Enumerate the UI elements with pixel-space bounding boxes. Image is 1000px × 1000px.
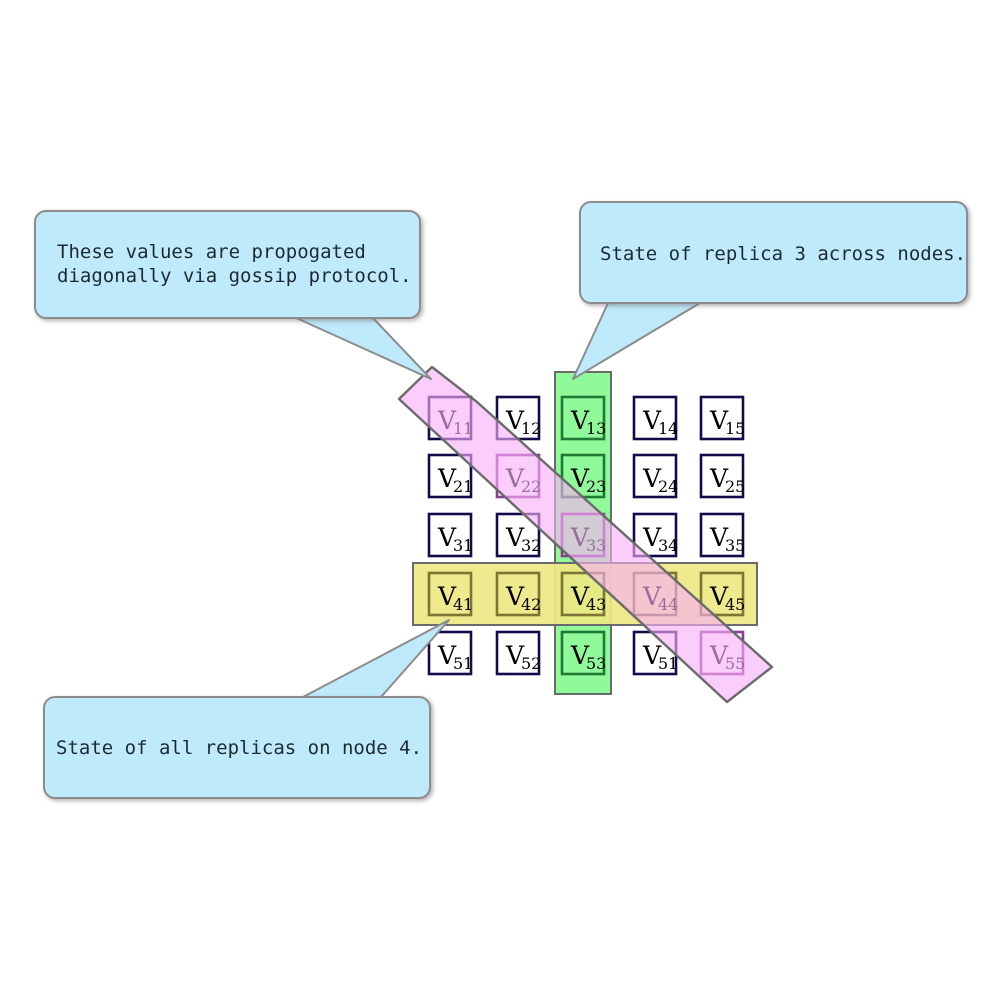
cell-label: V [570, 406, 590, 435]
cell-label: V [505, 523, 525, 552]
grid-cell[interactable]: V 14 [632, 395, 678, 441]
cell-label: V [709, 523, 729, 552]
cell-subscript: 21 [453, 477, 473, 496]
cell-label: V [642, 641, 662, 670]
cell-subscript: 42 [521, 595, 541, 614]
cell-label: V [437, 523, 457, 552]
grid-cell[interactable]: V 35 [699, 512, 745, 558]
cell-label: V [437, 641, 457, 670]
grid-cell[interactable]: V 25 [699, 453, 745, 499]
cell-subscript: 43 [586, 595, 606, 614]
cell-subscript: 15 [725, 419, 745, 438]
cell-subscript: 24 [658, 477, 678, 496]
callout-tail-node [302, 619, 450, 698]
grid-cell[interactable]: V 23 [560, 453, 606, 499]
callout-node[interactable] [43, 696, 431, 799]
callout-tail-gossip [293, 316, 432, 380]
cell-label: V [709, 464, 729, 493]
grid-cell[interactable]: V 45 [699, 571, 745, 617]
cell-subscript: 41 [453, 595, 473, 614]
callout-replica-line1: State of replica 3 across nodes. [600, 243, 966, 265]
grid-cell[interactable]: V 24 [632, 453, 678, 499]
grid-cell[interactable]: V 34 [632, 512, 678, 558]
cell-label: V [505, 406, 525, 435]
cell-subscript: 45 [725, 595, 745, 614]
grid-cell[interactable]: V 13 [560, 395, 606, 441]
cell-label: V [642, 464, 662, 493]
callout-gossip-line2: diagonally via gossip protocol. [57, 265, 412, 287]
cell-subscript: 52 [521, 654, 541, 673]
cell-label: V [437, 464, 457, 493]
cell-subscript: 53 [586, 654, 606, 673]
cell-subscript: 32 [521, 536, 541, 555]
grid-row-3: V 31 V 32 V 33 V 34 V 35 [427, 512, 745, 558]
callout-replica[interactable] [579, 201, 968, 304]
cell-label: V [709, 406, 729, 435]
cell-subscript: 34 [658, 536, 678, 555]
grid-cell[interactable]: V 42 [495, 571, 541, 617]
callout-gossip[interactable] [34, 210, 421, 319]
cell-label: V [642, 523, 662, 552]
cell-subscript: 14 [658, 419, 678, 438]
grid-cell[interactable]: V 15 [699, 395, 745, 441]
grid-cell[interactable]: V 53 [560, 630, 606, 676]
callout-node-line1: State of all replicas on node 4. [56, 737, 422, 759]
grid-cell[interactable]: V 51 [427, 630, 473, 676]
diagonal-band-gossip [397, 365, 774, 704]
cell-subscript: 12 [521, 419, 541, 438]
grid-cell[interactable]: V 41 [427, 571, 473, 617]
grid-cell[interactable]: V 31 [427, 512, 473, 558]
cell-label: V [570, 641, 590, 670]
cell-label: V [709, 582, 729, 611]
cell-label: V [505, 582, 525, 611]
callout-gossip-line1: These values are propogated [57, 241, 366, 263]
cell-subscript: 25 [725, 477, 745, 496]
cell-label: V [437, 582, 457, 611]
cell-label: V [570, 582, 590, 611]
callout-tail-replica [572, 302, 701, 380]
cell-subscript: 31 [453, 536, 473, 555]
cell-subscript: 51 [658, 654, 678, 673]
grid-cell[interactable]: V 52 [495, 630, 541, 676]
cell-label: V [570, 464, 590, 493]
cell-label: V [505, 641, 525, 670]
cell-subscript: 51 [453, 654, 473, 673]
cell-label: V [642, 406, 662, 435]
grid-cell[interactable]: V 43 [560, 571, 606, 617]
cell-subscript: 13 [586, 419, 606, 438]
cell-subscript: 23 [586, 477, 606, 496]
grid-cell[interactable]: V 21 [427, 453, 473, 499]
cell-subscript: 35 [725, 536, 745, 555]
